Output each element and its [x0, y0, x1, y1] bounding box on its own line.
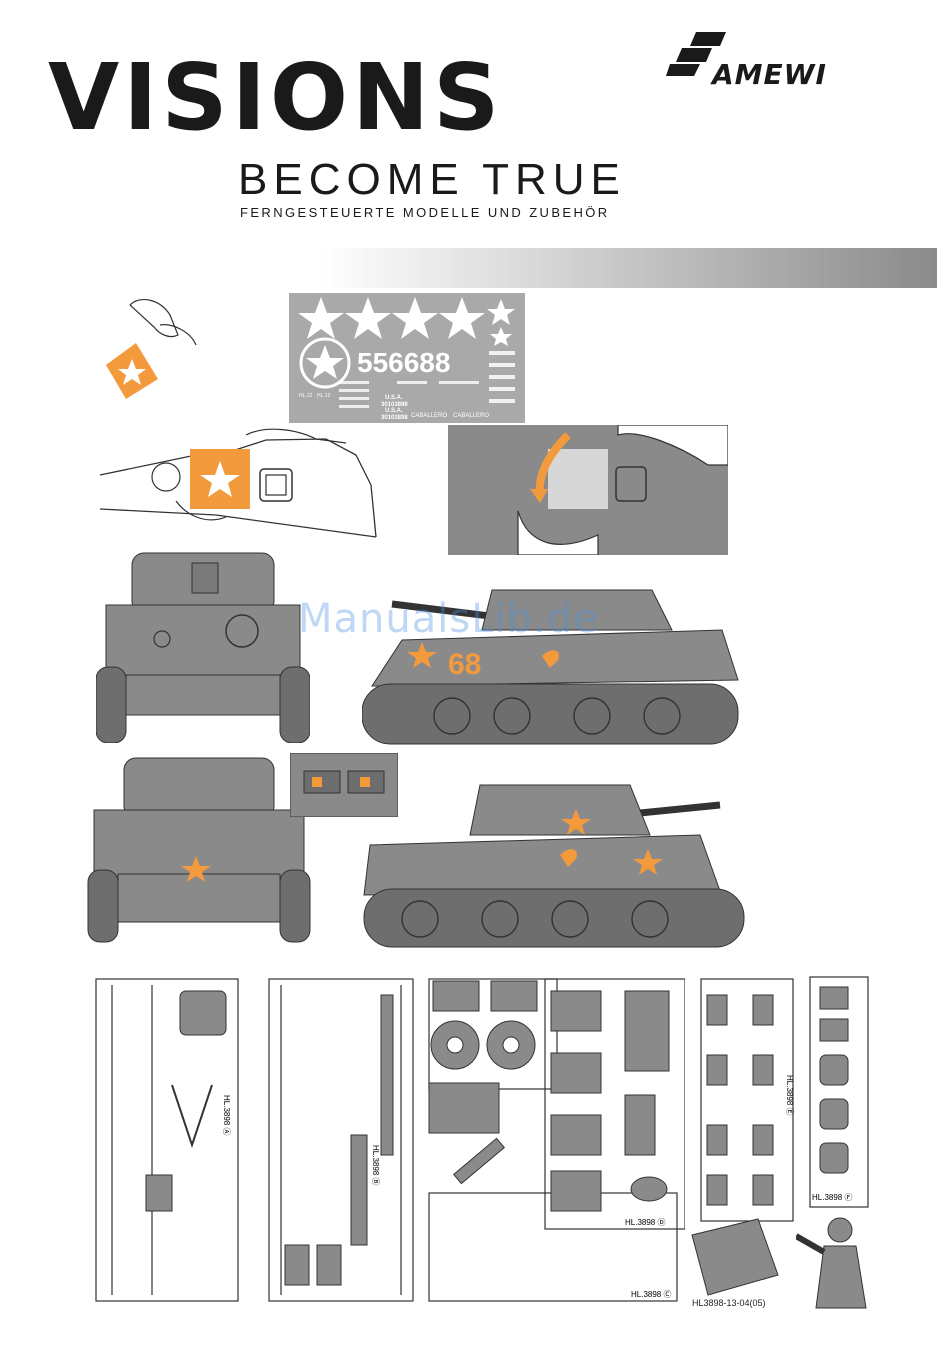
soldier-figure — [796, 1212, 886, 1312]
bracket-part — [688, 1215, 788, 1300]
decal-usa-code: 30103898 — [381, 415, 408, 421]
decal-caballero-label: CABALLERO — [411, 413, 447, 419]
sprue-c-label: HL.3898 Ⓒ — [631, 1290, 671, 1299]
tank-side-view-left: 68 — [362, 560, 742, 750]
sprue-a: HL.3898 Ⓐ — [92, 975, 242, 1305]
sprue-b-label: HL.3898 Ⓑ — [371, 1145, 380, 1185]
decal-hl-label: HL.12 — [317, 393, 331, 399]
tank-rear-view-bottom — [84, 740, 312, 945]
sprue-f: HL.3898 Ⓕ — [808, 975, 870, 1210]
tank-side-number: 68 — [448, 648, 481, 681]
hand-holding-decal-illustration — [100, 295, 210, 405]
sprue-e: HL.3898 Ⓔ — [697, 975, 797, 1225]
page-subtitle: BECOME TRUE — [238, 158, 626, 202]
sprue-e-label: HL.3898 Ⓔ — [785, 1075, 794, 1115]
decal-sheet: 556688 HL.12 HL.12 U.S.A. 30103898 U.S.A… — [289, 293, 525, 423]
page-tagline: FERNGESTEUERTE MODELLE UND ZUBEHÖR — [240, 205, 610, 220]
section-divider-bar — [320, 248, 937, 288]
decal-usa-label: U.S.A. — [385, 408, 403, 414]
sprue-d-label: HL.3898 Ⓓ — [625, 1218, 665, 1227]
sprue-a-label: HL.3898 Ⓐ — [222, 1095, 231, 1135]
tank-side-view-right — [360, 765, 750, 955]
tank-rear-view-top — [96, 543, 310, 743]
decal-application-step-1 — [96, 425, 382, 545]
sprue-b: HL.3898 Ⓑ — [265, 975, 417, 1305]
watermark: ManualsLib.de — [298, 596, 599, 642]
sprue-f-label: HL.3898 Ⓕ — [812, 1193, 852, 1202]
decal-number: 556688 — [357, 347, 450, 378]
decal-application-step-2 — [448, 425, 728, 555]
decal-caballero-label: CABALLERO — [453, 413, 489, 419]
sprue-c-d: HL.3898 Ⓓ HL.3898 Ⓒ — [425, 975, 685, 1305]
decal-usa-label: U.S.A. — [385, 395, 403, 401]
part-code: HL3898-13-04(05) — [692, 1298, 766, 1308]
decal-hl-label: HL.12 — [299, 393, 313, 399]
page-title: VISIONS — [48, 52, 503, 144]
brand-name: AMEWI — [712, 58, 827, 91]
